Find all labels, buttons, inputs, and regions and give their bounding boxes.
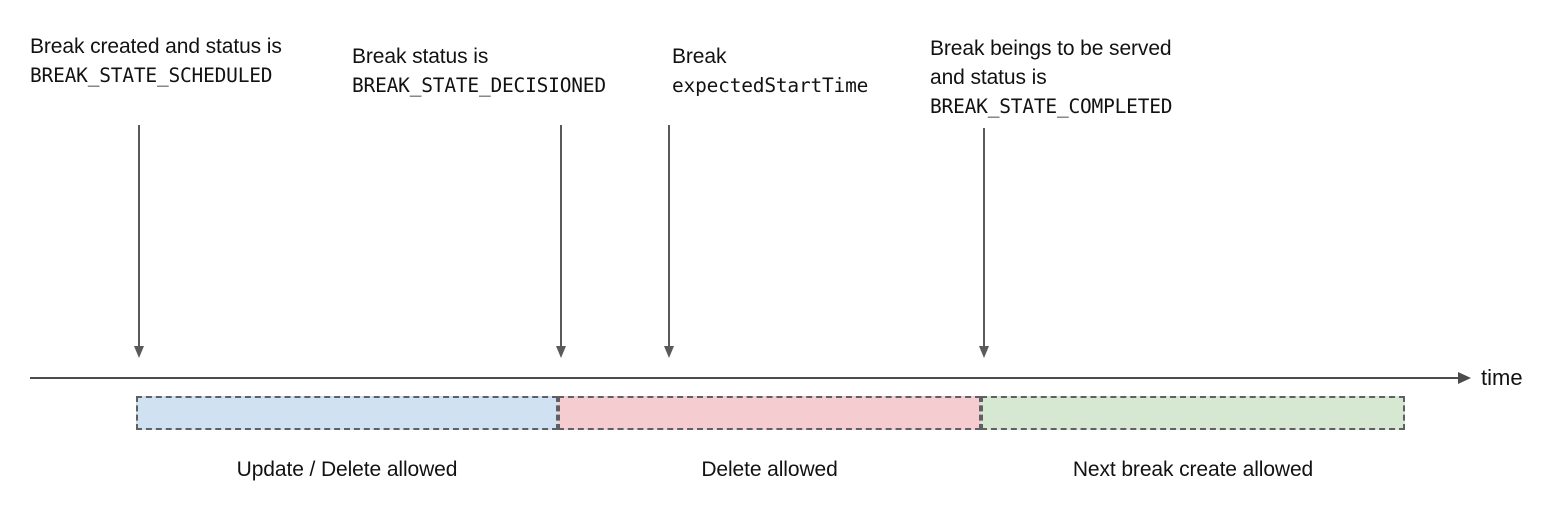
callout-decisioned-line-1: Break status is — [352, 45, 489, 68]
phase-bar-delete-only — [558, 396, 981, 430]
callout-completed-line-3: BREAK_STATE_COMPLETED — [930, 95, 1173, 118]
arrow-head — [664, 346, 674, 358]
time-axis-line — [30, 377, 1459, 379]
callout-expected-start-time-line-2: expectedStartTime — [672, 74, 869, 97]
arrow-shaft — [138, 125, 140, 347]
arrow-head — [134, 346, 144, 358]
callout-expected-start-time: Break expectedStartTime — [672, 42, 868, 100]
phase-bar-update-delete — [136, 396, 558, 430]
callout-decisioned: Break status is BREAK_STATE_DECISIONED — [352, 42, 606, 100]
phase-caption-delete-only: Delete allowed — [701, 458, 838, 481]
time-axis — [30, 371, 1471, 384]
arrow-down-icon-completed — [979, 128, 989, 358]
phase-bar-next-break-create — [981, 396, 1405, 430]
callout-scheduled: Break created and status is BREAK_STATE_… — [30, 32, 282, 90]
callout-scheduled-line-2: BREAK_STATE_SCHEDULED — [30, 64, 273, 87]
arrow-shaft — [983, 128, 985, 347]
arrow-shaft — [668, 125, 670, 347]
arrow-head — [979, 346, 989, 358]
time-axis-label: time — [1481, 365, 1523, 390]
arrow-down-icon-expected-start-time — [664, 125, 674, 358]
arrow-down-icon-scheduled — [134, 125, 144, 358]
arrow-right-icon — [1458, 371, 1471, 384]
arrow-head — [556, 346, 566, 358]
callout-decisioned-line-2: BREAK_STATE_DECISIONED — [352, 74, 606, 97]
arrow-shaft — [560, 125, 562, 347]
callout-scheduled-line-1: Break created and status is — [30, 35, 282, 58]
arrow-down-icon-decisioned — [556, 125, 566, 358]
callout-completed-line-1: Break beings to be served — [930, 37, 1172, 60]
callout-completed-line-2: and status is — [930, 66, 1047, 89]
callout-expected-start-time-line-1: Break — [672, 45, 727, 68]
phase-caption-next-break-create: Next break create allowed — [1072, 458, 1314, 481]
phase-caption-update-delete: Update / Delete allowed — [236, 458, 458, 481]
callout-completed: Break beings to be served and status is … — [930, 34, 1173, 121]
